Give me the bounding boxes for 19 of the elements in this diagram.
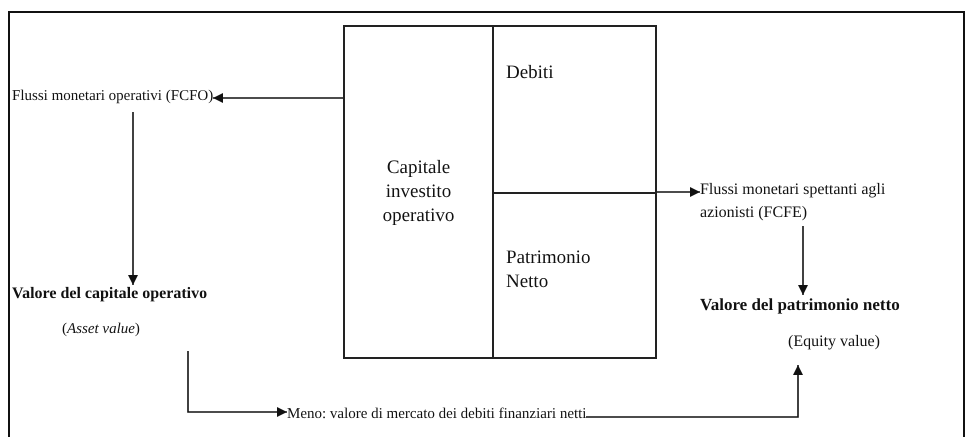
value-heading: Valore del capitale operativo [12, 285, 208, 303]
cell-label: Capitale investito operativo [382, 156, 456, 228]
flow-label: Flussi monetari operativi (FCFO) [12, 88, 214, 105]
value-subtitle: (Equity value) [787, 333, 881, 351]
flow-label: Meno: valore di mercato dei debiti finanziari netti [287, 406, 586, 423]
arrow [213, 93, 343, 103]
arrow [128, 112, 138, 285]
arrow [187, 351, 287, 417]
asset-box [343, 25, 494, 359]
balance-sheet-cell [492, 25, 657, 194]
arrow [657, 187, 700, 197]
cell-label: Debiti [506, 61, 554, 85]
flow-label: Flussi monetari spettanti agli azionisti (FCFE) [700, 180, 886, 224]
arrow [586, 365, 803, 418]
cell-label: Patrimonio Netto [506, 246, 592, 294]
balance-sheet-cell [492, 192, 657, 359]
value-subtitle: (Asset value) [61, 321, 141, 338]
arrow [798, 226, 808, 295]
value-heading: Valore del patrimonio netto [700, 295, 901, 315]
